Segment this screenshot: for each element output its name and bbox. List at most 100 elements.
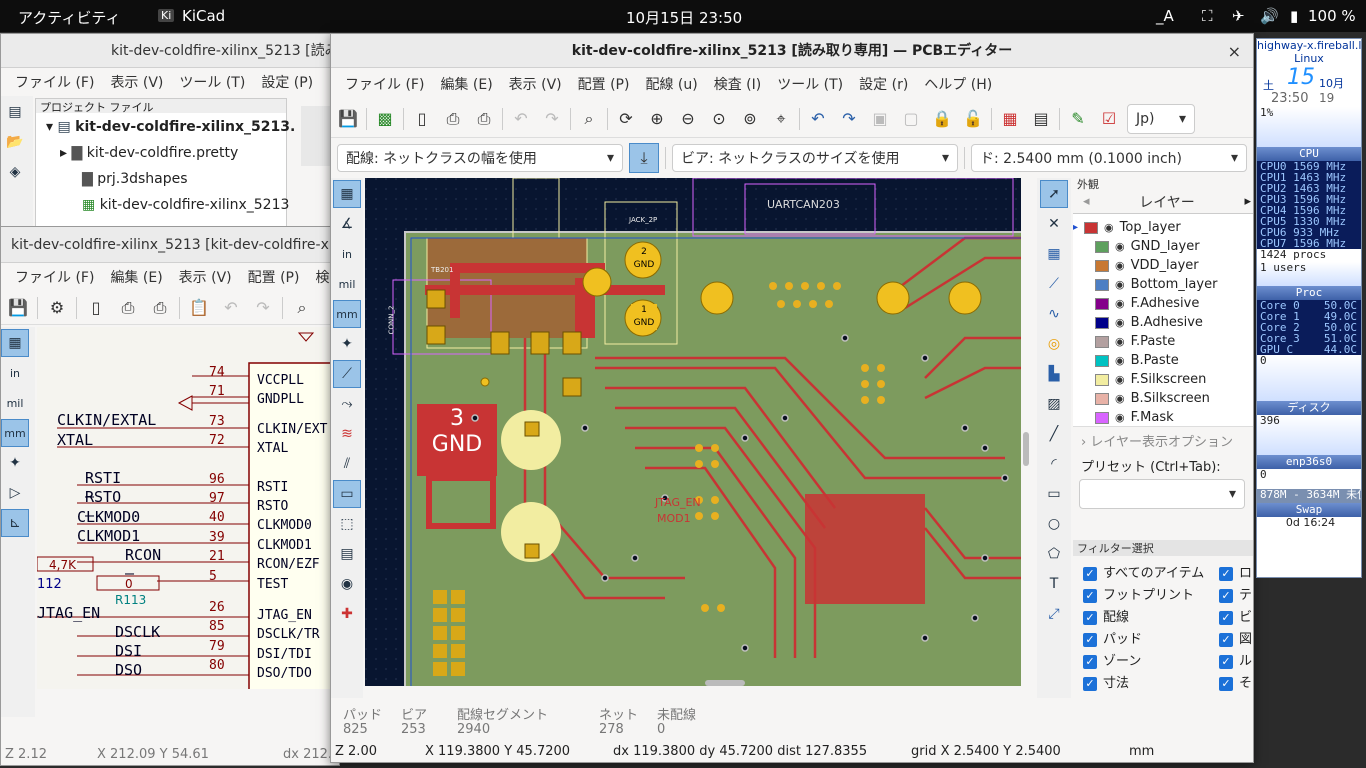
sch-menu-place[interactable]: 配置 (P) [247,270,300,286]
app-menu[interactable]: KiCad [182,7,226,25]
visibility-eye-icon[interactable]: ◉ [1115,278,1125,291]
grid-toggle-icon[interactable]: ▦ [333,180,361,208]
filter-checkbox[interactable]: ✓配線 [1083,606,1129,625]
visibility-eye-icon[interactable]: ◉ [1115,259,1125,272]
layer-row[interactable]: ◉F.Adhesive [1073,294,1253,313]
add-text-icon[interactable]: T [1049,576,1059,592]
layer-color-swatch[interactable] [1095,373,1109,386]
cursor-icon[interactable]: ✦ [341,336,353,352]
draw-rect-icon[interactable]: ▭ [1047,486,1061,502]
board-setup-icon[interactable]: ▩ [377,109,393,128]
scripting-icon[interactable]: ✎ [1071,109,1085,128]
save-icon[interactable]: 💾 [338,109,358,128]
visibility-eye-icon[interactable]: ◉ [1104,221,1114,234]
unit-mm-button[interactable]: mm [1,419,29,447]
layer-color-swatch[interactable] [1095,278,1109,291]
print-icon[interactable]: ⎙ [446,108,460,128]
drc-icon[interactable]: ☑ [1101,109,1117,128]
find-icon[interactable]: ⌕ [297,297,307,317]
layer-row[interactable]: ◉F.Silkscreen [1073,370,1253,389]
grid-select[interactable]: ド: 2.5400 mm (0.1000 inch)▾ [971,144,1247,172]
checkbox-checked-icon[interactable]: ✓ [1083,610,1097,625]
filter-checkbox[interactable]: ✓ル [1219,650,1252,669]
print-icon[interactable]: ⎙ [121,297,135,317]
pcb-menu-help[interactable]: ヘルプ (H) [924,77,993,93]
pcb-menu-prefs[interactable]: 設定 (r) [859,77,909,93]
pcb-menu-edit[interactable]: 編集 (E) [440,77,493,93]
via-size-select[interactable]: ビア: ネットクラスのサイズを使用▾ [672,144,958,172]
rotate-cw-icon[interactable]: ↷ [842,109,856,128]
find-icon[interactable]: ⌕ [584,108,594,128]
menu-file[interactable]: ファイル (F) [15,75,95,91]
airplane-icon[interactable]: ✈ [1232,7,1245,25]
ungroup-icon[interactable]: ▢ [903,109,919,128]
footprint-browser-icon[interactable]: ▤ [1033,109,1049,128]
visibility-eye-icon[interactable]: ◉ [1115,316,1125,329]
filter-checkbox[interactable]: ✓ビ [1219,606,1252,625]
paste-icon[interactable]: 📋 [189,298,209,317]
select-icon[interactable]: ➚ [1040,180,1068,208]
layer-row[interactable]: ▸◉Top_layer [1073,218,1253,237]
menu-tools[interactable]: ツール (T) [179,75,246,91]
sch-menu-file[interactable]: ファイル (F) [15,270,95,286]
lock-icon[interactable]: 🔒 [932,109,952,128]
add-footprint-icon[interactable]: ▦ [1047,246,1061,262]
draw-line-icon[interactable]: ╱ [1049,426,1059,442]
input-method[interactable]: _A [1156,7,1174,25]
pcb-menu-inspect[interactable]: 検査 (I) [713,77,762,93]
checkbox-checked-icon[interactable]: ✓ [1219,566,1233,581]
zoom-objects-icon[interactable]: ⊚ [743,109,757,128]
tree-item-pcb[interactable]: ▦ kit-dev-coldfire-xilinx_5213 [82,197,290,213]
draw-polygon-icon[interactable]: ⬠ [1047,546,1061,562]
layer-color-swatch[interactable] [1095,297,1109,310]
plot-icon[interactable]: ⎙ [477,108,491,128]
high-contrast-icon[interactable]: ▤ [340,546,354,562]
route-track-icon[interactable]: ⟋ [1049,276,1059,292]
redo-icon[interactable]: ↷ [545,109,559,128]
checkbox-checked-icon[interactable]: ✓ [1219,610,1233,625]
menu-prefs[interactable]: 設定 (P) [261,75,314,91]
layer-select[interactable]: Jp)▾ [1127,103,1195,134]
net-color-icon[interactable]: ◉ [340,576,354,592]
layer-color-swatch[interactable] [1095,240,1109,253]
curved-ratsnest-icon[interactable]: ⤳ [341,396,353,412]
pcb-menu-tools[interactable]: ツール (T) [777,77,844,93]
layer-row[interactable]: ◉GND_layer [1073,237,1253,256]
filter-checkbox[interactable]: ✓ロ [1219,562,1252,581]
measure-icon[interactable]: ✚ [341,606,353,622]
refresh-icon[interactable]: ⟳ [619,109,633,128]
filter-checkbox[interactable]: ✓ゾーン [1083,650,1141,669]
activities-button[interactable]: アクティビティ [18,9,121,27]
track-outline-icon[interactable]: ⬚ [340,516,354,532]
undo-icon[interactable]: ↶ [224,298,238,317]
layer-color-swatch[interactable] [1095,259,1109,272]
ratsnest-icon[interactable]: ⟋ [333,360,361,388]
unit-in-button[interactable]: in [341,247,353,261]
rotate-ccw-icon[interactable]: ↶ [811,109,825,128]
horizontal-scrollbar[interactable] [705,680,745,686]
zoom-selection-icon[interactable]: ⌖ [776,108,786,128]
pad-outline-icon[interactable]: ⫽ [343,456,351,472]
layer-color-swatch[interactable] [1095,335,1109,348]
layer-color-swatch[interactable] [1084,221,1099,234]
layer-row[interactable]: ◉B.Paste [1073,351,1253,370]
filter-checkbox[interactable]: ✓パッド [1083,628,1142,647]
via-outline-icon[interactable]: ▭ [333,480,361,508]
checkbox-checked-icon[interactable]: ✓ [1219,676,1233,691]
redo-icon[interactable]: ↷ [256,298,270,317]
tab-layers[interactable]: レイヤー [1139,194,1195,211]
visibility-eye-icon[interactable]: ◉ [1115,240,1125,253]
filter-checkbox[interactable]: ✓すべてのアイテム [1083,562,1204,581]
cursor-icon[interactable]: ✦ [9,455,21,471]
layer-color-swatch[interactable] [1095,316,1109,329]
layer-row[interactable]: ◉B.Silkscreen [1073,389,1253,408]
checkbox-checked-icon[interactable]: ✓ [1083,676,1097,691]
pcb-menu-route[interactable]: 配線 (u) [645,77,698,93]
open-project-icon[interactable]: 📂 [6,134,24,150]
unit-in-button[interactable]: in [9,366,21,380]
filter-checkbox[interactable]: ✓図 [1219,628,1252,647]
checkbox-checked-icon[interactable]: ✓ [1219,588,1233,603]
schematic-launcher-icon[interactable] [301,106,333,166]
draw-circle-icon[interactable]: ○ [1047,516,1061,532]
